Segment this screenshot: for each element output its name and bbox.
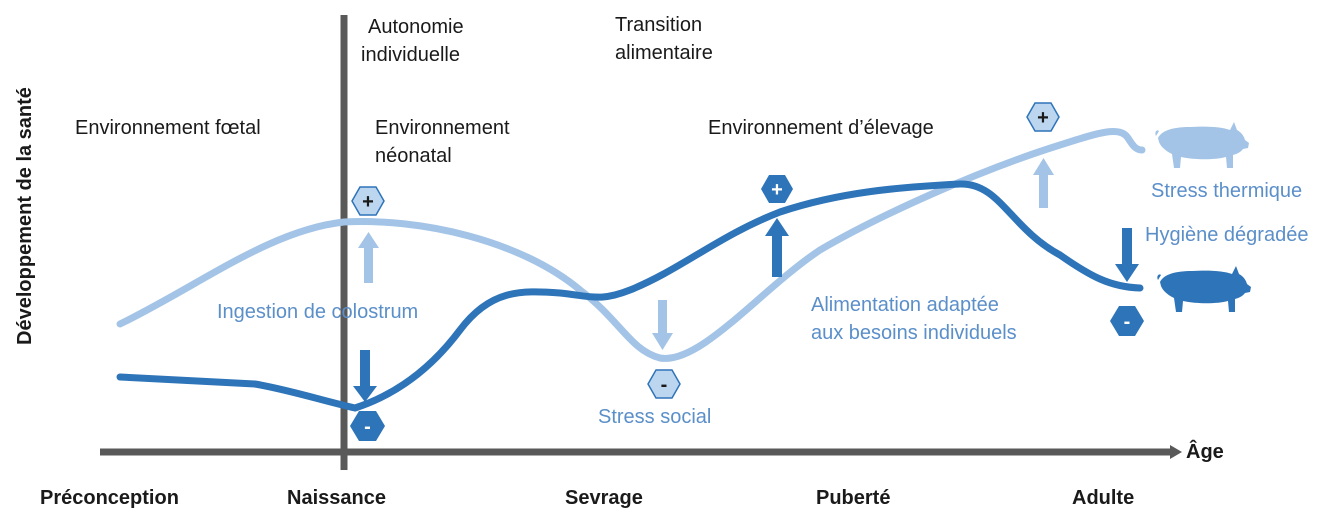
light-pig-icon (1155, 122, 1249, 168)
plus-badge-thermal: + (1026, 102, 1060, 132)
svg-text:-: - (364, 416, 371, 438)
dark-health-curve (116, 180, 1144, 412)
rearing-environment-label: Environnement d’élevage (708, 117, 934, 139)
svg-text:-: - (661, 374, 668, 396)
dark-pig-icon (1157, 266, 1251, 312)
light-health-curve (116, 128, 1146, 362)
adapted-feeding-label: Alimentation adaptée aux besoins individ… (811, 294, 1017, 344)
x-axis-title: Âge (1186, 439, 1224, 463)
plus-badge-rearing: + (761, 175, 793, 203)
minus-badge-neonatal: - (350, 411, 385, 441)
thermal-stress-label: Stress thermique (1151, 180, 1302, 202)
svg-text:+: + (362, 191, 374, 213)
minus-badge-social-stress: - (647, 369, 681, 399)
x-axis-arrowhead (1170, 445, 1182, 459)
neonatal-down-arrow (353, 350, 377, 402)
colostrum-up-arrow (358, 232, 379, 283)
food-transition-label: Transition alimentaire (615, 14, 713, 64)
individual-autonomy-label: Autonomie individuelle (361, 16, 469, 66)
svg-text:+: + (1037, 107, 1049, 129)
minus-badge-hygiene: - (1110, 306, 1144, 336)
social-stress-down-arrow (652, 300, 673, 350)
rearing-up-arrow (765, 218, 789, 277)
y-axis-title: Développement de la santé (14, 87, 36, 345)
stage-weaning: Sevrage (565, 487, 643, 509)
stage-adult: Adulte (1072, 487, 1134, 509)
plus-badge-colostrum: + (351, 186, 385, 216)
stage-puberty: Puberté (816, 487, 890, 509)
neonatal-environment-label: Environnement néonatal (375, 117, 515, 167)
stage-birth: Naissance (287, 487, 386, 509)
degraded-hygiene-label: Hygiène dégradée (1145, 224, 1308, 246)
hygiene-down-arrow (1115, 228, 1139, 282)
svg-text:+: + (771, 179, 783, 201)
social-stress-label: Stress social (598, 406, 711, 428)
svg-text:-: - (1124, 311, 1131, 333)
stage-preconception: Préconception (40, 487, 179, 509)
thermal-up-arrow (1033, 158, 1054, 208)
colostrum-label: Ingestion de colostrum (217, 301, 418, 323)
fetal-environment-label: Environnement fœtal (75, 117, 261, 139)
